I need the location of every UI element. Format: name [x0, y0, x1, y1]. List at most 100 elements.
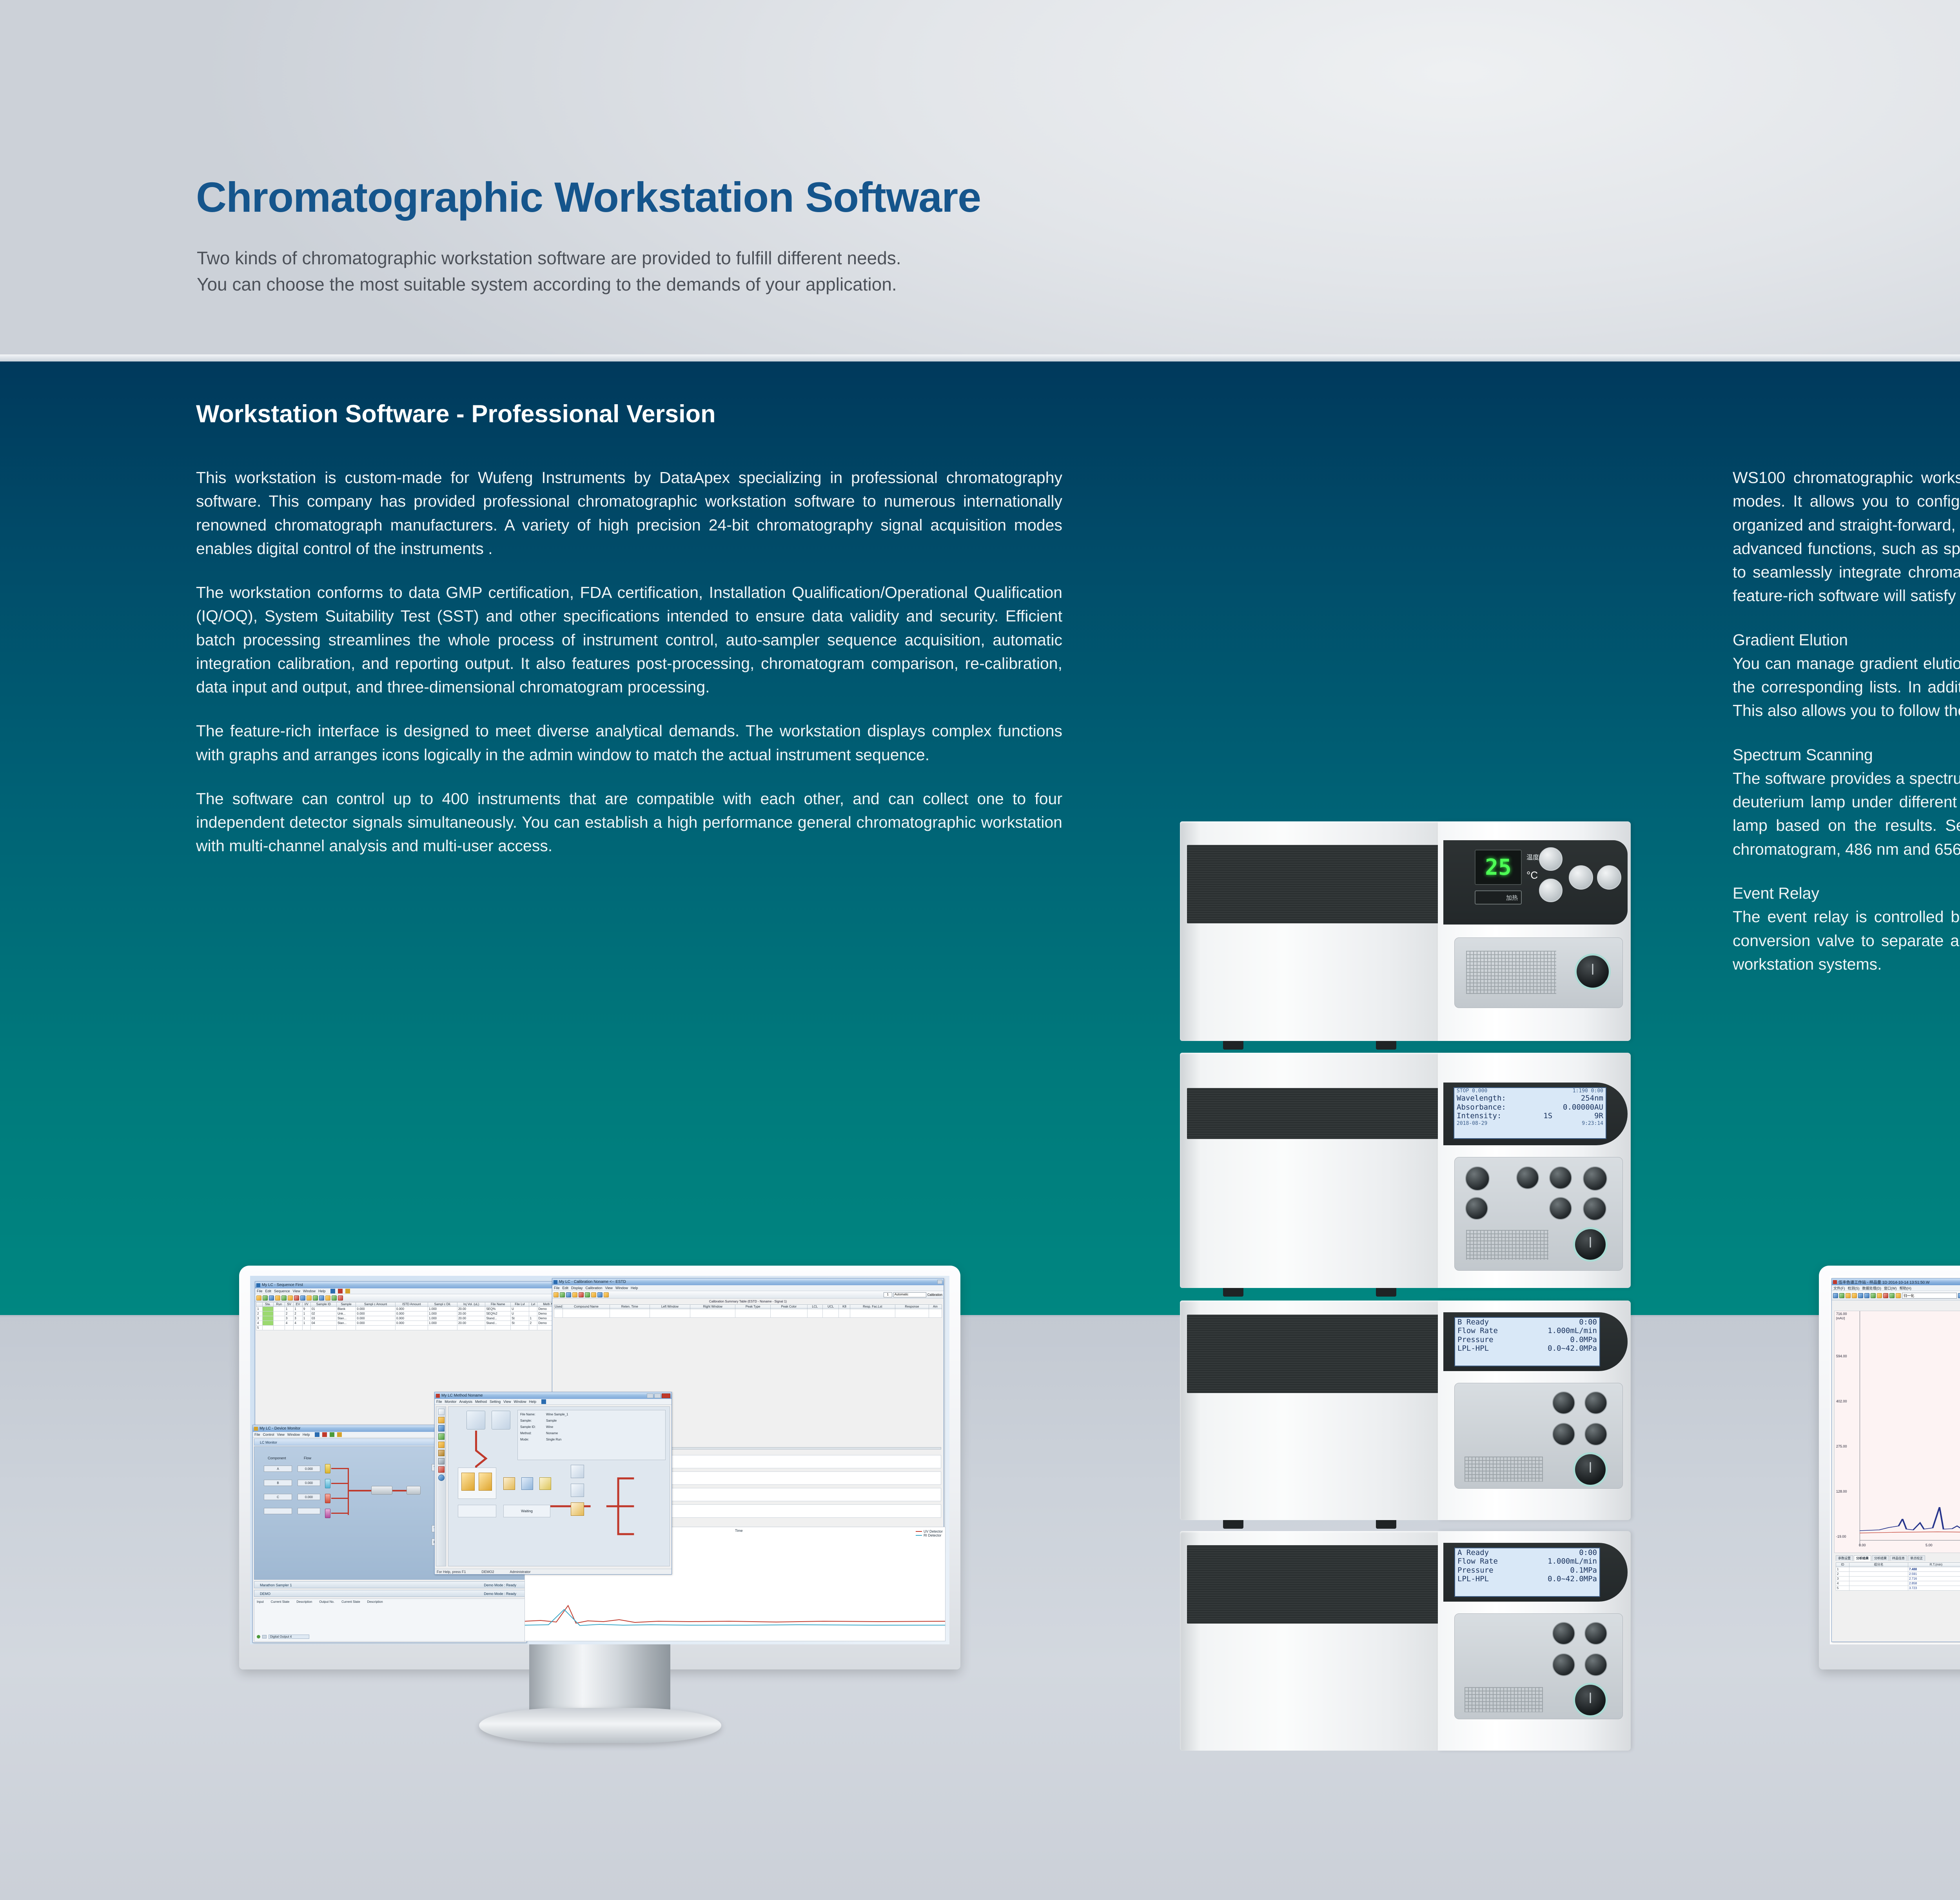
ws100-menu-help[interactable]: 帮助(H) [1899, 1286, 1912, 1290]
detector-confirm-button[interactable] [1583, 1197, 1606, 1221]
ws100-chart-icon[interactable] [1833, 1293, 1838, 1298]
rail-delete-icon[interactable] [438, 1466, 445, 1473]
dm-menu-help[interactable]: Help [302, 1433, 310, 1437]
table-row[interactable]: 2 2 2 1 02 Unk... 0.000 0.000 1.000 20.0… [256, 1311, 563, 1317]
rail-new-icon[interactable] [438, 1409, 445, 1415]
pump-b-up-button[interactable] [1552, 1391, 1575, 1414]
ws100-menubar[interactable]: 文件(F) 检测(S) 数据处理(D) 窗口(W) 帮助(H) [1832, 1285, 1960, 1291]
pump-a-down-button[interactable] [1552, 1653, 1575, 1676]
pump-a-up-button[interactable] [1552, 1622, 1575, 1645]
method-menu-file[interactable]: File [436, 1400, 442, 1404]
paste-icon[interactable] [288, 1295, 293, 1301]
method-menu-view[interactable]: View [503, 1400, 511, 1404]
detector-power-button[interactable] [1575, 1229, 1606, 1260]
dm-quickicon-green[interactable] [330, 1432, 335, 1437]
rail-run-icon[interactable] [438, 1433, 445, 1440]
sequence-menubar[interactable]: File Edit Sequence View Window Help [255, 1288, 564, 1294]
sequence-toolbar[interactable] [255, 1294, 564, 1302]
pump-b-menu-button[interactable] [1584, 1391, 1607, 1414]
cal-save-icon[interactable] [566, 1292, 571, 1297]
detector-scan-button[interactable] [1465, 1197, 1488, 1220]
ws100-integrate-icon[interactable] [1883, 1293, 1888, 1298]
sequence-titlebar[interactable]: My LC - Sequence First [255, 1282, 564, 1288]
sequence-quickicon-red[interactable] [338, 1289, 343, 1293]
pump-a-power-button[interactable] [1575, 1685, 1606, 1715]
undo-icon[interactable] [300, 1295, 305, 1301]
oven-power-button[interactable] [1577, 955, 1609, 988]
dm-quickicon-gold[interactable] [337, 1432, 342, 1437]
detector-up-button[interactable] [1549, 1166, 1572, 1189]
stop-icon[interactable] [319, 1295, 324, 1301]
ws100-baseline-icon[interactable] [1877, 1293, 1882, 1298]
pump-a-enter-button[interactable] [1584, 1653, 1607, 1676]
method-menu-window[interactable]: Window [514, 1400, 526, 1404]
sequence-table[interactable]: Sta. Run SV EV I/V Sample ID Sample Samp… [256, 1302, 563, 1331]
calibration-window-controls[interactable] [937, 1280, 942, 1284]
calibration-menu-file[interactable]: File [554, 1286, 560, 1290]
table-row[interactable]: 5 3.723 8.63 155.667 [1836, 1586, 1960, 1591]
ws100-result-body[interactable]: 1 7.488 1069 177.639 2 2.591 17.71 [1836, 1567, 1960, 1591]
calibration-menu-calibration[interactable]: Calibration [585, 1286, 603, 1290]
method-icon-rail[interactable] [436, 1406, 446, 1566]
cal-level-input[interactable]: 1 [883, 1292, 892, 1297]
method-minimize-button[interactable] [647, 1393, 653, 1398]
calibration-menu-window[interactable]: Window [615, 1286, 628, 1290]
cal-zoomout-icon[interactable] [604, 1292, 609, 1297]
method-close-button[interactable] [662, 1393, 670, 1398]
ws100-result-tabs[interactable]: 参数设置 分析结果 分析结果 样品信息 单点校正 [1836, 1555, 1925, 1561]
tab-analysis-results[interactable]: 分析结果 [1854, 1555, 1871, 1561]
oven-wash-button[interactable] [1569, 865, 1593, 890]
ws100-titlebar[interactable]: 伍丰色谱工作站 - 样品量 1D 2014-10-14 13:51:50.W [1832, 1279, 1960, 1285]
sequence-quickicon-gold[interactable] [345, 1289, 350, 1293]
dm-quickicon-red[interactable] [322, 1432, 327, 1437]
cal-calibration-button[interactable]: Calibration [927, 1293, 942, 1297]
abort-icon[interactable] [338, 1295, 343, 1301]
sequence-menu-file[interactable]: File [257, 1289, 263, 1293]
open-file-icon[interactable] [263, 1295, 268, 1301]
method-menu-help[interactable]: Help [529, 1400, 536, 1404]
tab-parameter-settings[interactable]: 参数设置 [1836, 1555, 1853, 1561]
cal-close-icon[interactable] [579, 1292, 584, 1297]
rail-open-icon[interactable] [438, 1417, 445, 1423]
method-window[interactable]: My LC Method Noname File Monitor Analysi… [434, 1392, 672, 1575]
ws100-zoomin-icon[interactable] [1858, 1293, 1863, 1298]
table-row[interactable]: 2 2.591 17.71 152.932 [1836, 1571, 1960, 1577]
ws100-print-icon[interactable] [1852, 1293, 1857, 1298]
table-row[interactable]: 4 2.858 18.56 233.772 [1836, 1581, 1960, 1586]
rail-archive-icon[interactable] [438, 1450, 445, 1456]
sequence-menu-window[interactable]: Window [303, 1289, 316, 1293]
method-menubar[interactable]: File Monitor Analysis Method Setting Vie… [435, 1399, 671, 1405]
method-uv-chart-icon[interactable] [571, 1465, 584, 1478]
io-table-panel[interactable]: Input Current State Description Output N… [254, 1598, 525, 1642]
oven-down-button[interactable] [1539, 879, 1563, 902]
sequence-quickicon-blue[interactable] [330, 1289, 336, 1293]
calibration-table-body[interactable] [554, 1309, 942, 1318]
dm-quickicon-blue[interactable] [315, 1432, 320, 1437]
ws100-peak-icon[interactable] [1871, 1293, 1876, 1298]
ws100-menu-file[interactable]: 文件(F) [1833, 1286, 1845, 1290]
method-autosampler-icon[interactable] [466, 1411, 485, 1430]
method-menu-setting[interactable]: Setting [490, 1400, 501, 1404]
method-menu-monitor[interactable]: Monitor [445, 1400, 457, 1404]
cal-import-icon[interactable] [585, 1292, 590, 1297]
table-row[interactable]: 4 4 4 1 04 Stan... 0.000 0.000 1.000 20.… [256, 1321, 563, 1326]
calibration-table-wrap[interactable]: Used Compound Name Reten. Time Left Wind… [554, 1304, 942, 1318]
dm-menu-window[interactable]: Window [287, 1433, 300, 1437]
detector-startstop-button[interactable] [1583, 1166, 1607, 1191]
calibration-menu-edit[interactable]: Edit [562, 1286, 569, 1290]
ws100-refresh-icon[interactable] [1839, 1293, 1844, 1298]
ws100-save-icon[interactable] [1846, 1293, 1851, 1298]
cal-open-icon[interactable] [560, 1292, 565, 1297]
print-icon[interactable] [275, 1295, 280, 1301]
rail-report-icon[interactable] [438, 1442, 445, 1448]
dm-menu-file[interactable]: File [254, 1433, 260, 1437]
method-column-icon[interactable] [539, 1477, 551, 1490]
ws100-toolbar[interactable]: 归一化 [1832, 1291, 1960, 1301]
rail-save-icon[interactable] [438, 1425, 445, 1431]
sampler-panel-header[interactable]: Marathon Sampler 1 Demo Mode : Ready [254, 1581, 525, 1588]
pump-b-enter-button[interactable] [1584, 1423, 1607, 1446]
ws100-menu-window[interactable]: 窗口(W) [1884, 1286, 1897, 1290]
ws100-main-window[interactable]: 伍丰色谱工作站 - 样品量 1D 2014-10-14 13:51:50.W 文… [1831, 1278, 1960, 1642]
sequence-menu-sequence[interactable]: Sequence [274, 1289, 290, 1293]
detector-down-button[interactable] [1549, 1197, 1572, 1220]
